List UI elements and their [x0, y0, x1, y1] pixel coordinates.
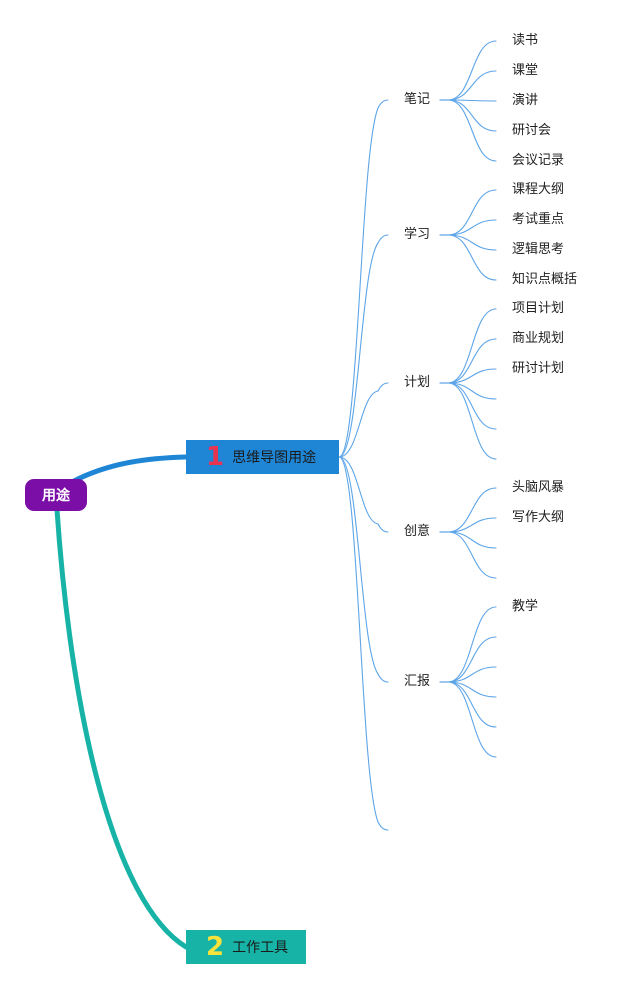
leaf-node[interactable]: 知识点概括 [512, 272, 578, 287]
leaf-connector-line [447, 606, 497, 683]
root-to-branch-1-line [69, 454, 189, 485]
branch-connector-line [338, 456, 389, 683]
root-to-branch-2-line [54, 507, 189, 950]
leaf-connector-line [447, 531, 497, 579]
leaf-node[interactable]: 逻辑思考 [512, 242, 565, 257]
main-branch-usage[interactable]: 1 思维导图用途 [186, 440, 339, 474]
subtopic-node[interactable]: 学习 [404, 227, 431, 242]
subtopic-node[interactable]: 计划 [404, 375, 431, 390]
subtopic-node[interactable]: 笔记 [404, 92, 431, 107]
leaf-connector-line [447, 234, 497, 251]
leaf-connector-line [447, 382, 497, 400]
branch-number-badge: 2 [206, 932, 225, 962]
leaf-node[interactable]: 研讨会 [512, 123, 552, 138]
leaf-connector-line [447, 517, 497, 533]
branch-number-badge: 1 [206, 442, 225, 472]
leaf-connector-line [447, 308, 497, 384]
leaf-connector-line [447, 338, 497, 384]
leaf-connector-line [447, 219, 497, 236]
leaf-connector-line [447, 487, 497, 533]
leaf-connector-line [447, 40, 497, 101]
leaf-node[interactable]: 演讲 [512, 93, 539, 108]
leaf-node[interactable]: 课堂 [512, 63, 539, 78]
leaf-node[interactable]: 写作大纲 [512, 510, 565, 525]
leaf-node[interactable]: 会议记录 [512, 153, 565, 168]
leaf-node[interactable]: 研讨计划 [512, 361, 565, 376]
leaf-node[interactable]: 读书 [512, 33, 539, 48]
leaf-node[interactable]: 头脑风暴 [512, 480, 565, 495]
leaf-connector-line [447, 681, 497, 728]
leaf-connector-line [447, 636, 497, 683]
branch-connector-line [338, 456, 389, 831]
branch-connector-line [338, 456, 389, 533]
leaf-connector-line [447, 681, 497, 698]
leaf-connector-line [447, 666, 497, 683]
root-label: 用途 [42, 488, 70, 504]
main-branch-tools[interactable]: 2 工作工具 [186, 930, 306, 964]
leaf-node[interactable]: 项目计划 [512, 301, 565, 316]
leaf-connector-line [447, 531, 497, 549]
leaf-connector-line [447, 189, 497, 236]
root-node[interactable]: 用途 [25, 479, 87, 511]
branch-connector-line [338, 99, 389, 458]
subtopic-node[interactable]: 汇报 [404, 674, 431, 689]
main-branch-label: 工作工具 [232, 940, 289, 956]
branch-connector-line [338, 234, 389, 458]
leaf-node[interactable]: 考试重点 [512, 212, 565, 227]
leaf-connector-line [447, 70, 497, 101]
leaf-node[interactable]: 课程大纲 [512, 182, 565, 197]
branch-connector-line [338, 382, 389, 458]
leaf-node[interactable]: 商业规划 [512, 331, 565, 346]
leaf-node[interactable]: 教学 [512, 599, 539, 614]
leaf-connector-line [447, 382, 497, 430]
subtopic-node[interactable]: 创意 [404, 524, 431, 539]
leaf-connector-line [447, 368, 497, 384]
leaf-connector-line [447, 99, 497, 162]
main-branch-label: 思维导图用途 [232, 450, 317, 466]
leaf-connector-line [447, 681, 497, 758]
leaf-connector-line [447, 99, 497, 132]
leaf-connector-line [447, 382, 497, 460]
leaf-connector-line [447, 234, 497, 281]
